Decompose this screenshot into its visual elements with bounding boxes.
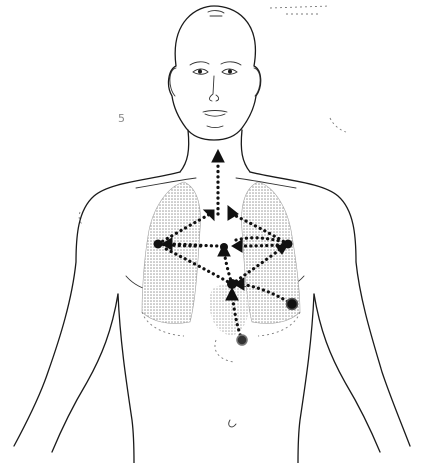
left-brow — [190, 62, 209, 65]
right-pupil — [228, 70, 232, 74]
torso-right-side — [298, 294, 314, 463]
right-brow — [221, 62, 241, 65]
lungs — [142, 182, 300, 362]
scan-smudge-top — [270, 6, 330, 14]
node-left-hilum — [154, 240, 163, 249]
head-outline — [169, 6, 261, 140]
left-ear — [170, 68, 176, 96]
arrowhead-right-carina — [228, 206, 238, 220]
neck — [180, 130, 250, 172]
arrowhead-left-carina — [204, 210, 214, 220]
mouth — [203, 111, 227, 117]
navel — [229, 420, 236, 427]
left-pupil — [198, 70, 202, 74]
annotation-mark: 5 — [118, 112, 125, 125]
node-right-hilum — [284, 240, 293, 249]
diaphragm-lower — [215, 340, 234, 362]
arrowhead-center-from-right — [232, 240, 242, 252]
node-abdomen — [237, 335, 247, 345]
left-inner-arm — [52, 294, 118, 452]
chin-line — [207, 126, 223, 128]
arrowhead-trachea — [212, 150, 224, 162]
torso-left-side — [118, 294, 134, 463]
nose — [209, 76, 218, 101]
neck-right — [241, 130, 250, 172]
node-lower-center — [227, 279, 237, 289]
node-right-axilla — [287, 299, 298, 310]
scan-artifacts: 5 — [79, 6, 346, 224]
heart-region — [209, 284, 249, 335]
right-ear — [254, 68, 260, 96]
hairline-mark — [208, 11, 224, 16]
node-center — [220, 243, 228, 251]
head — [169, 6, 261, 140]
neck-left — [180, 130, 189, 172]
scan-smudge-right — [330, 118, 346, 132]
right-inner-arm — [314, 294, 380, 452]
